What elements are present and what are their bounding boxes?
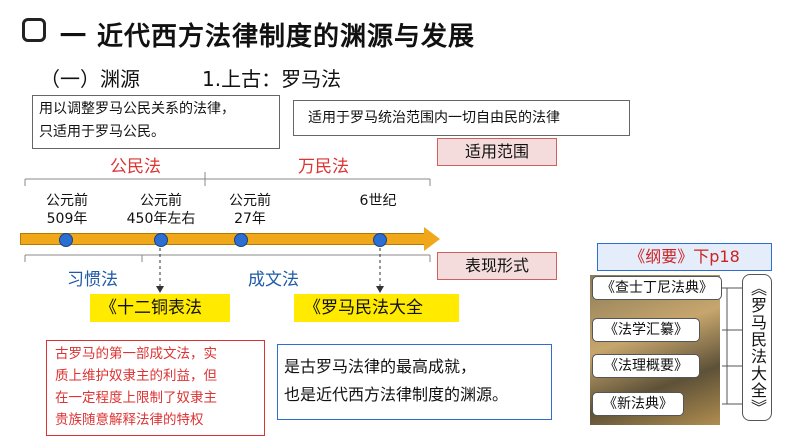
date-27bc: 公元前 27年: [218, 192, 282, 228]
timeline-dot: [234, 233, 248, 247]
citizen-note-line: 用以调整罗马公民关系的法律，: [39, 101, 235, 117]
gentium-law-label: 万民法: [298, 157, 349, 177]
corpus-juris-vertical-label: 《罗马民法大全》: [742, 274, 772, 421]
date-line: 450年左右: [126, 211, 196, 227]
date-line: 公元前: [229, 193, 271, 209]
gentium-law-note: 适用于罗马统治范围内一切自由民的法律: [293, 100, 630, 136]
textbook-reference: 《纲要》下p18: [597, 243, 772, 271]
timeline-dot: [373, 233, 387, 247]
citizen-law-label: 公民法: [110, 157, 161, 177]
description-line: 也是近代西方法律制度的渊源。: [284, 385, 509, 404]
subsection-heading: 1.上古：罗马法: [202, 67, 342, 91]
timeline-arrow-icon: [424, 227, 440, 251]
description-line: 古罗马的第一部成文法，实: [55, 346, 217, 362]
timeline-dot: [59, 233, 73, 247]
date-line: 27年: [234, 211, 266, 227]
description-line: 是古罗马法律的最高成就，: [284, 357, 477, 376]
date-6th-century: 6世纪: [346, 192, 410, 210]
book-codex-justinianus: 《查士丁尼法典》: [592, 276, 722, 300]
date-line: 6世纪: [359, 193, 397, 209]
citizen-law-note: 用以调整罗马公民关系的法律， 只适用于罗马公民。: [32, 95, 280, 149]
corpus-juris-description: 是古罗马法律的最高成就， 也是近代西方法律制度的渊源。: [277, 344, 552, 420]
twelve-tables-label: 《十二铜表法: [90, 294, 230, 322]
twelve-tables-description: 古罗马的第一部成文法，实 质上维护奴隶主的利益，但 在一定程度上限制了奴隶主 贵…: [46, 340, 265, 436]
book-institutes: 《法理概要》: [592, 354, 700, 378]
title-square-icon: [22, 18, 46, 42]
written-law-label: 成文法: [248, 270, 299, 290]
date-line: 公元前: [140, 193, 182, 209]
page-title: 一 近代西方法律制度的渊源与发展: [60, 22, 476, 52]
custom-law-label: 习惯法: [67, 270, 118, 290]
timeline-bar: [20, 233, 425, 245]
book-digest: 《法学汇纂》: [592, 318, 700, 342]
date-line: 公元前: [46, 193, 88, 209]
date-line: 509年: [46, 211, 88, 227]
description-line: 质上维护奴隶主的利益，但: [55, 368, 217, 384]
date-509bc: 公元前 509年: [35, 192, 99, 228]
description-line: 贵族随意解释法律的特权: [55, 412, 204, 428]
timeline-dot: [154, 233, 168, 247]
form-label: 表现形式: [437, 252, 557, 280]
corpus-juris-label: 《罗马民法大全: [294, 294, 459, 322]
description-line: 在一定程度上限制了奴隶主: [55, 390, 217, 406]
section-heading: （一）渊源: [40, 67, 140, 91]
date-450bc: 公元前 450年左右: [118, 192, 204, 228]
book-novellae: 《新法典》: [592, 392, 684, 416]
scope-label: 适用范围: [437, 138, 557, 166]
citizen-note-line: 只适用于罗马公民。: [39, 124, 165, 140]
